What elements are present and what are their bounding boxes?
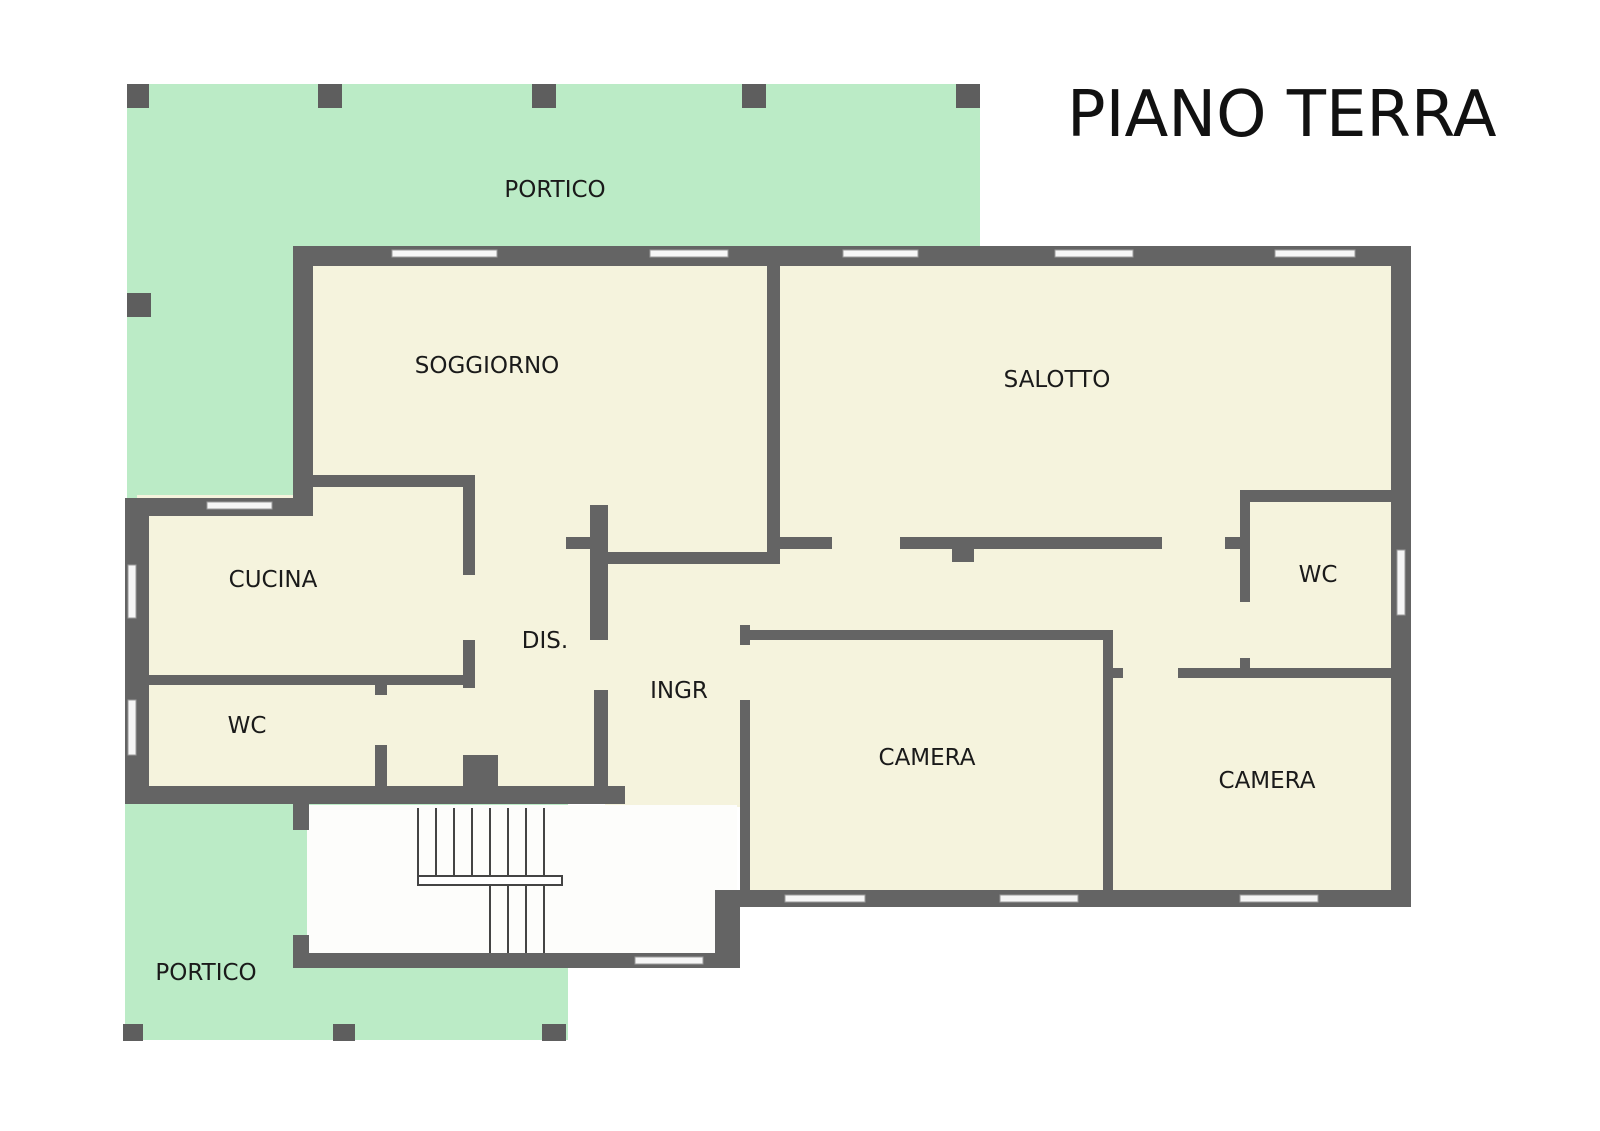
window: [649, 249, 729, 258]
floor-camera-center: [748, 630, 1113, 902]
label-wc-left: WC: [228, 713, 267, 739]
wall: [740, 700, 750, 900]
window: [1274, 249, 1356, 258]
pillar: [123, 1024, 143, 1041]
label-soggiorno: SOGGIORNO: [415, 353, 560, 379]
pillars: [123, 84, 980, 1041]
wall: [293, 953, 733, 968]
pillar: [127, 293, 151, 317]
window: [842, 249, 919, 258]
wall: [375, 745, 387, 793]
label-portico-bottom: PORTICO: [155, 960, 256, 986]
wall: [767, 537, 832, 549]
window: [1054, 249, 1134, 258]
label-wc-right: WC: [1299, 562, 1338, 588]
wall: [605, 552, 778, 564]
wall: [740, 630, 1113, 640]
wall: [463, 755, 498, 800]
label-salotto: SALOTTO: [1004, 367, 1111, 393]
wall: [715, 890, 740, 968]
window: [634, 956, 704, 965]
wall: [293, 800, 309, 830]
pillar: [127, 84, 149, 108]
stair-landing: [417, 875, 563, 886]
window: [999, 894, 1079, 903]
window: [784, 894, 866, 903]
wall: [900, 537, 1162, 549]
label-dis: DIS.: [522, 628, 568, 654]
wall: [125, 786, 625, 804]
pillar: [333, 1024, 355, 1041]
wall: [767, 262, 780, 564]
window: [127, 699, 137, 756]
wall: [125, 498, 149, 803]
portico-left-area: [127, 84, 293, 501]
pillar: [532, 84, 556, 108]
wall: [137, 675, 475, 685]
wall: [1103, 668, 1123, 678]
wall: [1240, 490, 1395, 502]
wall: [463, 475, 475, 575]
wall: [1178, 668, 1393, 678]
floor-wc-left: [137, 685, 387, 794]
pillar: [542, 1024, 566, 1041]
wall: [375, 675, 387, 695]
label-cucina: CUCINA: [229, 567, 318, 593]
plan-title: PIANO TERRA: [1067, 78, 1497, 152]
label-camera-center: CAMERA: [879, 745, 976, 771]
label-ingr: INGR: [650, 678, 708, 704]
window: [206, 501, 273, 510]
pillar: [318, 84, 342, 108]
window: [391, 249, 498, 258]
wall: [1240, 658, 1250, 673]
wall: [566, 537, 608, 549]
window: [1396, 549, 1406, 616]
window: [127, 564, 137, 619]
wall: [590, 505, 608, 640]
floor-corridor-east: [1113, 548, 1245, 678]
floor-dis: [380, 480, 605, 794]
wall: [594, 690, 608, 795]
wall: [293, 246, 313, 514]
floor-ingr: [605, 555, 748, 807]
label-portico-top: PORTICO: [504, 177, 605, 203]
label-camera-right: CAMERA: [1219, 768, 1316, 794]
wall: [1225, 537, 1245, 549]
room-floors: [137, 262, 1392, 953]
windows: [127, 249, 1406, 965]
wall: [952, 537, 974, 562]
pillar: [742, 84, 766, 108]
window: [1239, 894, 1319, 903]
pillar: [956, 84, 980, 108]
wall: [1103, 630, 1113, 902]
wall: [313, 475, 475, 487]
staircase: [417, 808, 563, 953]
